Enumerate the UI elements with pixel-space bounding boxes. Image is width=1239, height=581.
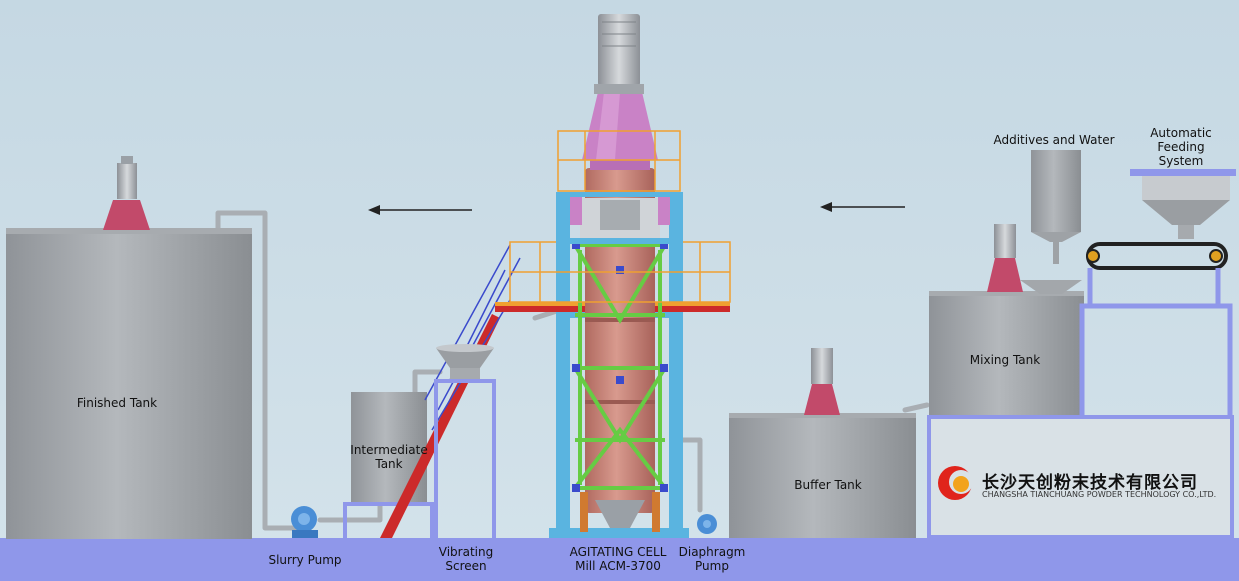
company-logo-icon (938, 466, 973, 500)
buffer-tank-label: Buffer Tank (794, 478, 862, 492)
slurry-pump-label: Slurry Pump (268, 553, 342, 567)
mixing-tank-agitator-motor (987, 224, 1023, 292)
buffer-tank-agitator-motor (804, 348, 840, 415)
mill-body (585, 168, 655, 528)
flow-arrow-left-1 (368, 205, 472, 215)
mixing-tank-funnel (1020, 280, 1082, 294)
floor (0, 538, 1239, 581)
mill-top-platform-railing (557, 130, 681, 192)
additives-silo (1031, 150, 1081, 264)
mixing-tank-label: Mixing Tank (969, 353, 1041, 367)
mill-gearbox (556, 192, 683, 238)
intermediate-tank-stand (343, 502, 434, 538)
mill-orange-supports (580, 492, 660, 532)
vibrating-screen-label: Vibrating Screen (438, 545, 494, 573)
vibrating-screen (436, 344, 494, 380)
auto-feeding-label: Automatic Feeding System (1150, 126, 1212, 168)
mill-green-bracing (573, 243, 667, 490)
company-name-english: CHANGSHA TIANCHUANG POWDER TECHNOLOGY CO… (982, 490, 1217, 499)
diaphragm-pump-label: Diaphragm Pump (678, 545, 746, 573)
flow-arrow-left-2 (820, 202, 905, 212)
mill-drive-motor (594, 14, 644, 94)
diaphragm-pump (697, 514, 717, 534)
auto-feeding-hopper (1130, 169, 1236, 239)
mixing-tank (929, 291, 1084, 416)
finished-tank-label: Finished Tank (76, 396, 158, 410)
buffer-tank (729, 413, 916, 538)
company-name-chinese: 长沙天创粉末技术有限公司 (982, 473, 1198, 493)
vibrating-screen-stand (434, 379, 496, 538)
belt-conveyor (1086, 242, 1228, 270)
conveyor-support-stand (1079, 268, 1233, 417)
mill-top-housing (582, 92, 658, 170)
mill-name-label: AGITATING CELL (569, 545, 667, 559)
finished-tank-agitator-motor (103, 156, 150, 230)
mill-blue-joints (572, 241, 668, 492)
finished-tank (6, 228, 252, 539)
mill-mid-platform-deck (556, 238, 683, 244)
mill-model-label: Mill ACM-3700 (575, 559, 661, 573)
slurry-pump (291, 506, 318, 538)
intermediate-tank-label: Intermediate Tank (350, 443, 428, 471)
logo-panel (927, 415, 1234, 539)
additives-water-label: Additives and Water (993, 133, 1115, 147)
